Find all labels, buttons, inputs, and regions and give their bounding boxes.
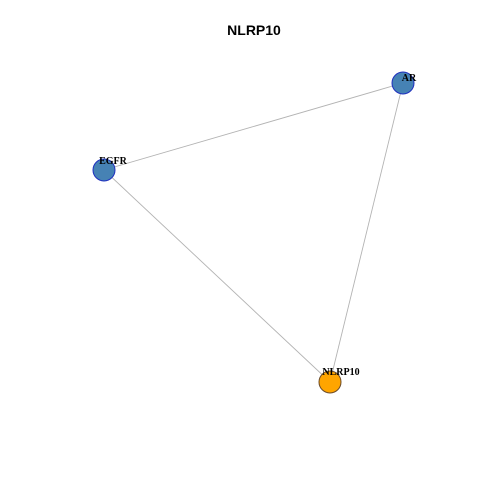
node-label-egfr: EGFR bbox=[99, 156, 128, 167]
node-label-ar: AR bbox=[402, 73, 417, 84]
edge-ar-nlrp10 bbox=[329, 82, 404, 383]
node-circle-nlrp10 bbox=[318, 370, 342, 394]
node-layer: AR EGFR NLRP10 bbox=[92, 71, 417, 394]
edge-layer bbox=[103, 82, 404, 383]
diagram-title: NLRP10 bbox=[227, 22, 281, 38]
edge-egfr-ar bbox=[103, 82, 404, 171]
node-egfr: EGFR bbox=[92, 156, 128, 182]
node-circle-egfr bbox=[92, 158, 116, 182]
node-label-nlrp10: NLRP10 bbox=[322, 367, 359, 378]
node-circle-ar bbox=[391, 71, 415, 95]
edge-egfr-nlrp10 bbox=[103, 169, 331, 383]
node-ar: AR bbox=[391, 71, 417, 95]
node-nlrp10: NLRP10 bbox=[318, 367, 360, 394]
